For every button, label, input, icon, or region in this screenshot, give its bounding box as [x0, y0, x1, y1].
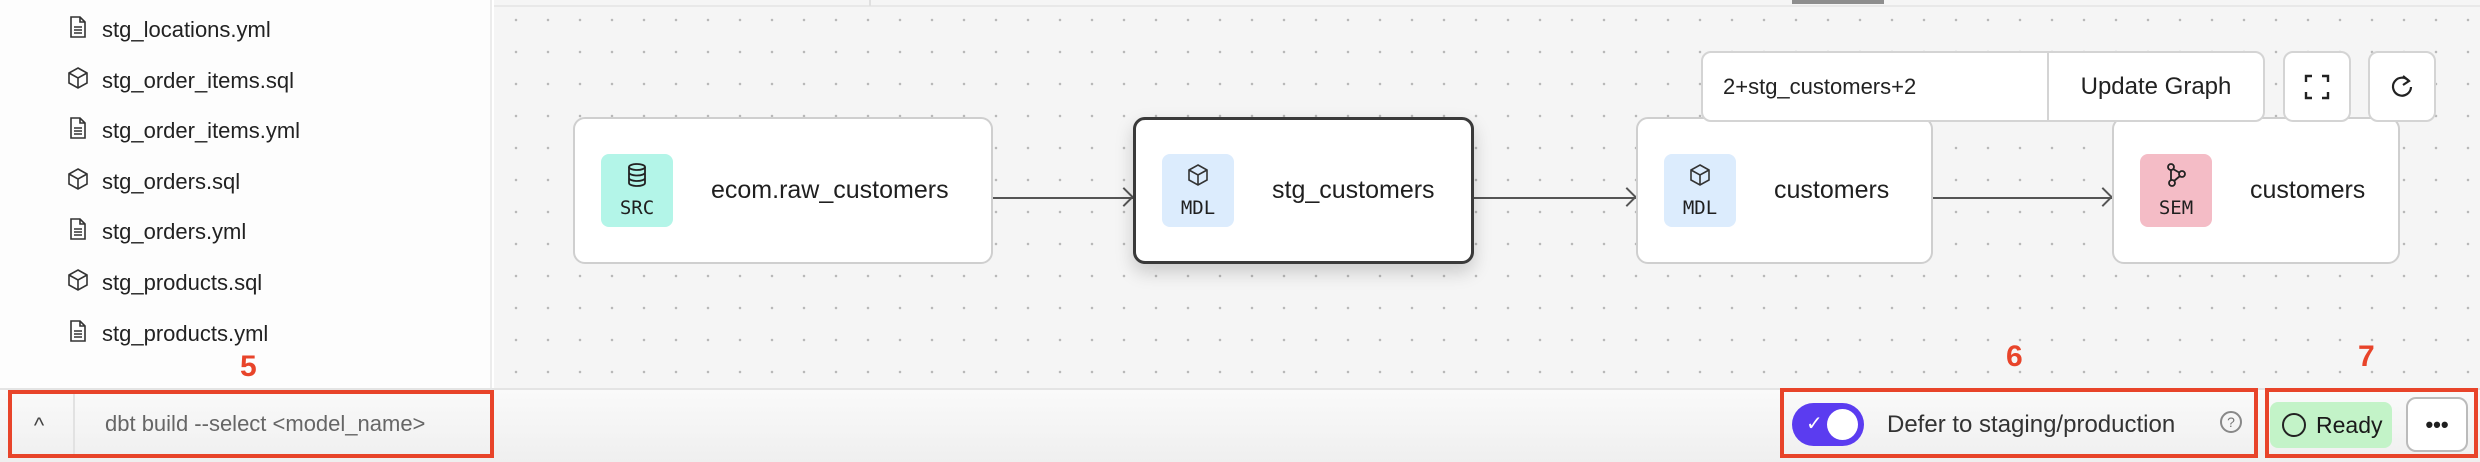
file-item[interactable]: stg_order_items.sql — [66, 61, 294, 101]
cube-icon — [66, 268, 102, 298]
badge-text: MDL — [1682, 197, 1718, 219]
cube-icon — [1688, 162, 1712, 197]
semantic-graph-icon — [2164, 162, 2188, 197]
file-name: stg_orders.sql — [102, 168, 241, 194]
bottom-bar — [0, 388, 2480, 462]
toggle-knob — [1827, 409, 1858, 440]
fullscreen-icon — [2304, 74, 2330, 99]
cube-icon — [1186, 162, 1210, 197]
node-type-badge: SEM — [2140, 154, 2212, 227]
more-options-button[interactable]: ••• — [2406, 397, 2468, 452]
file-name: stg_products.yml — [102, 320, 269, 346]
edge-arrow — [1474, 197, 1636, 199]
status-circle-icon — [2282, 413, 2306, 437]
defer-label: Defer to staging/production — [1887, 411, 2176, 438]
lineage-node[interactable]: MDL customers — [1636, 117, 1933, 264]
annotation-box-6 — [1780, 388, 2258, 458]
file-item[interactable]: stg_locations.yml — [66, 10, 271, 50]
node-label: stg_customers — [1272, 176, 1435, 204]
refresh-button[interactable] — [2368, 51, 2436, 122]
cube-icon — [66, 66, 102, 96]
file-name: stg_orders.yml — [102, 219, 247, 245]
database-icon — [625, 162, 649, 197]
edge-arrow — [1933, 197, 2112, 199]
help-icon[interactable]: ? — [2220, 411, 2242, 433]
status-badge: Ready — [2270, 402, 2392, 448]
file-icon — [66, 15, 102, 45]
annotation-box-7 — [2265, 388, 2478, 458]
expand-chevron-up-icon[interactable]: ^ — [33, 413, 45, 438]
node-type-badge: SRC — [601, 154, 673, 227]
fullscreen-button[interactable] — [2283, 51, 2351, 122]
status-text: Ready — [2316, 411, 2383, 438]
file-name: stg_locations.yml — [102, 17, 271, 42]
file-item[interactable]: stg_order_items.yml — [66, 111, 300, 151]
annotation-box-5 — [8, 390, 494, 458]
edge-arrow — [993, 197, 1133, 199]
graph-selector: Update Graph — [1701, 51, 2265, 122]
file-name: stg_products.sql — [102, 270, 263, 295]
annotation-number-7: 7 — [2358, 340, 2375, 373]
lineage-node[interactable]: MDL stg_customers — [1133, 117, 1474, 264]
node-type-badge: MDL — [1162, 154, 1234, 227]
update-graph-button[interactable]: Update Graph — [2047, 53, 2263, 120]
file-icon — [66, 319, 102, 349]
active-tab-indicator[interactable] — [1792, 0, 1884, 4]
node-label: ecom.raw_customers — [711, 176, 949, 204]
file-icon — [66, 116, 102, 146]
file-name: stg_order_items.sql — [102, 67, 294, 93]
node-label: customers — [2250, 176, 2366, 204]
badge-text: MDL — [1180, 197, 1216, 219]
defer-toggle[interactable]: ✓ — [1792, 403, 1864, 446]
tab-bar-border — [494, 5, 2480, 7]
check-icon: ✓ — [1806, 413, 1823, 435]
file-item[interactable]: stg_products.sql — [66, 263, 262, 303]
file-item[interactable]: stg_orders.sql — [66, 162, 240, 202]
file-icon — [66, 217, 102, 247]
refresh-icon — [2391, 74, 2413, 97]
cube-icon — [66, 167, 102, 197]
file-item[interactable]: stg_products.yml — [66, 314, 268, 354]
badge-text: SEM — [2158, 197, 2194, 219]
annotation-number-5: 5 — [240, 350, 257, 383]
file-item[interactable]: stg_orders.yml — [66, 212, 246, 252]
command-input[interactable]: dbt build --select <model_name> — [73, 392, 491, 456]
node-label: customers — [1774, 176, 1890, 204]
badge-text: SRC — [619, 197, 655, 219]
tab-divider — [869, 0, 871, 6]
annotation-number-6: 6 — [2006, 340, 2023, 373]
file-explorer: stg_locations.yml stg_order_items.sql stg_… — [0, 0, 492, 388]
file-name: stg_order_items.yml — [102, 118, 301, 144]
selector-input[interactable] — [1703, 53, 2047, 120]
node-type-badge: MDL — [1664, 154, 1736, 227]
lineage-node[interactable]: SEM customers — [2112, 117, 2400, 264]
lineage-node[interactable]: SRC ecom.raw_customers — [573, 117, 993, 264]
